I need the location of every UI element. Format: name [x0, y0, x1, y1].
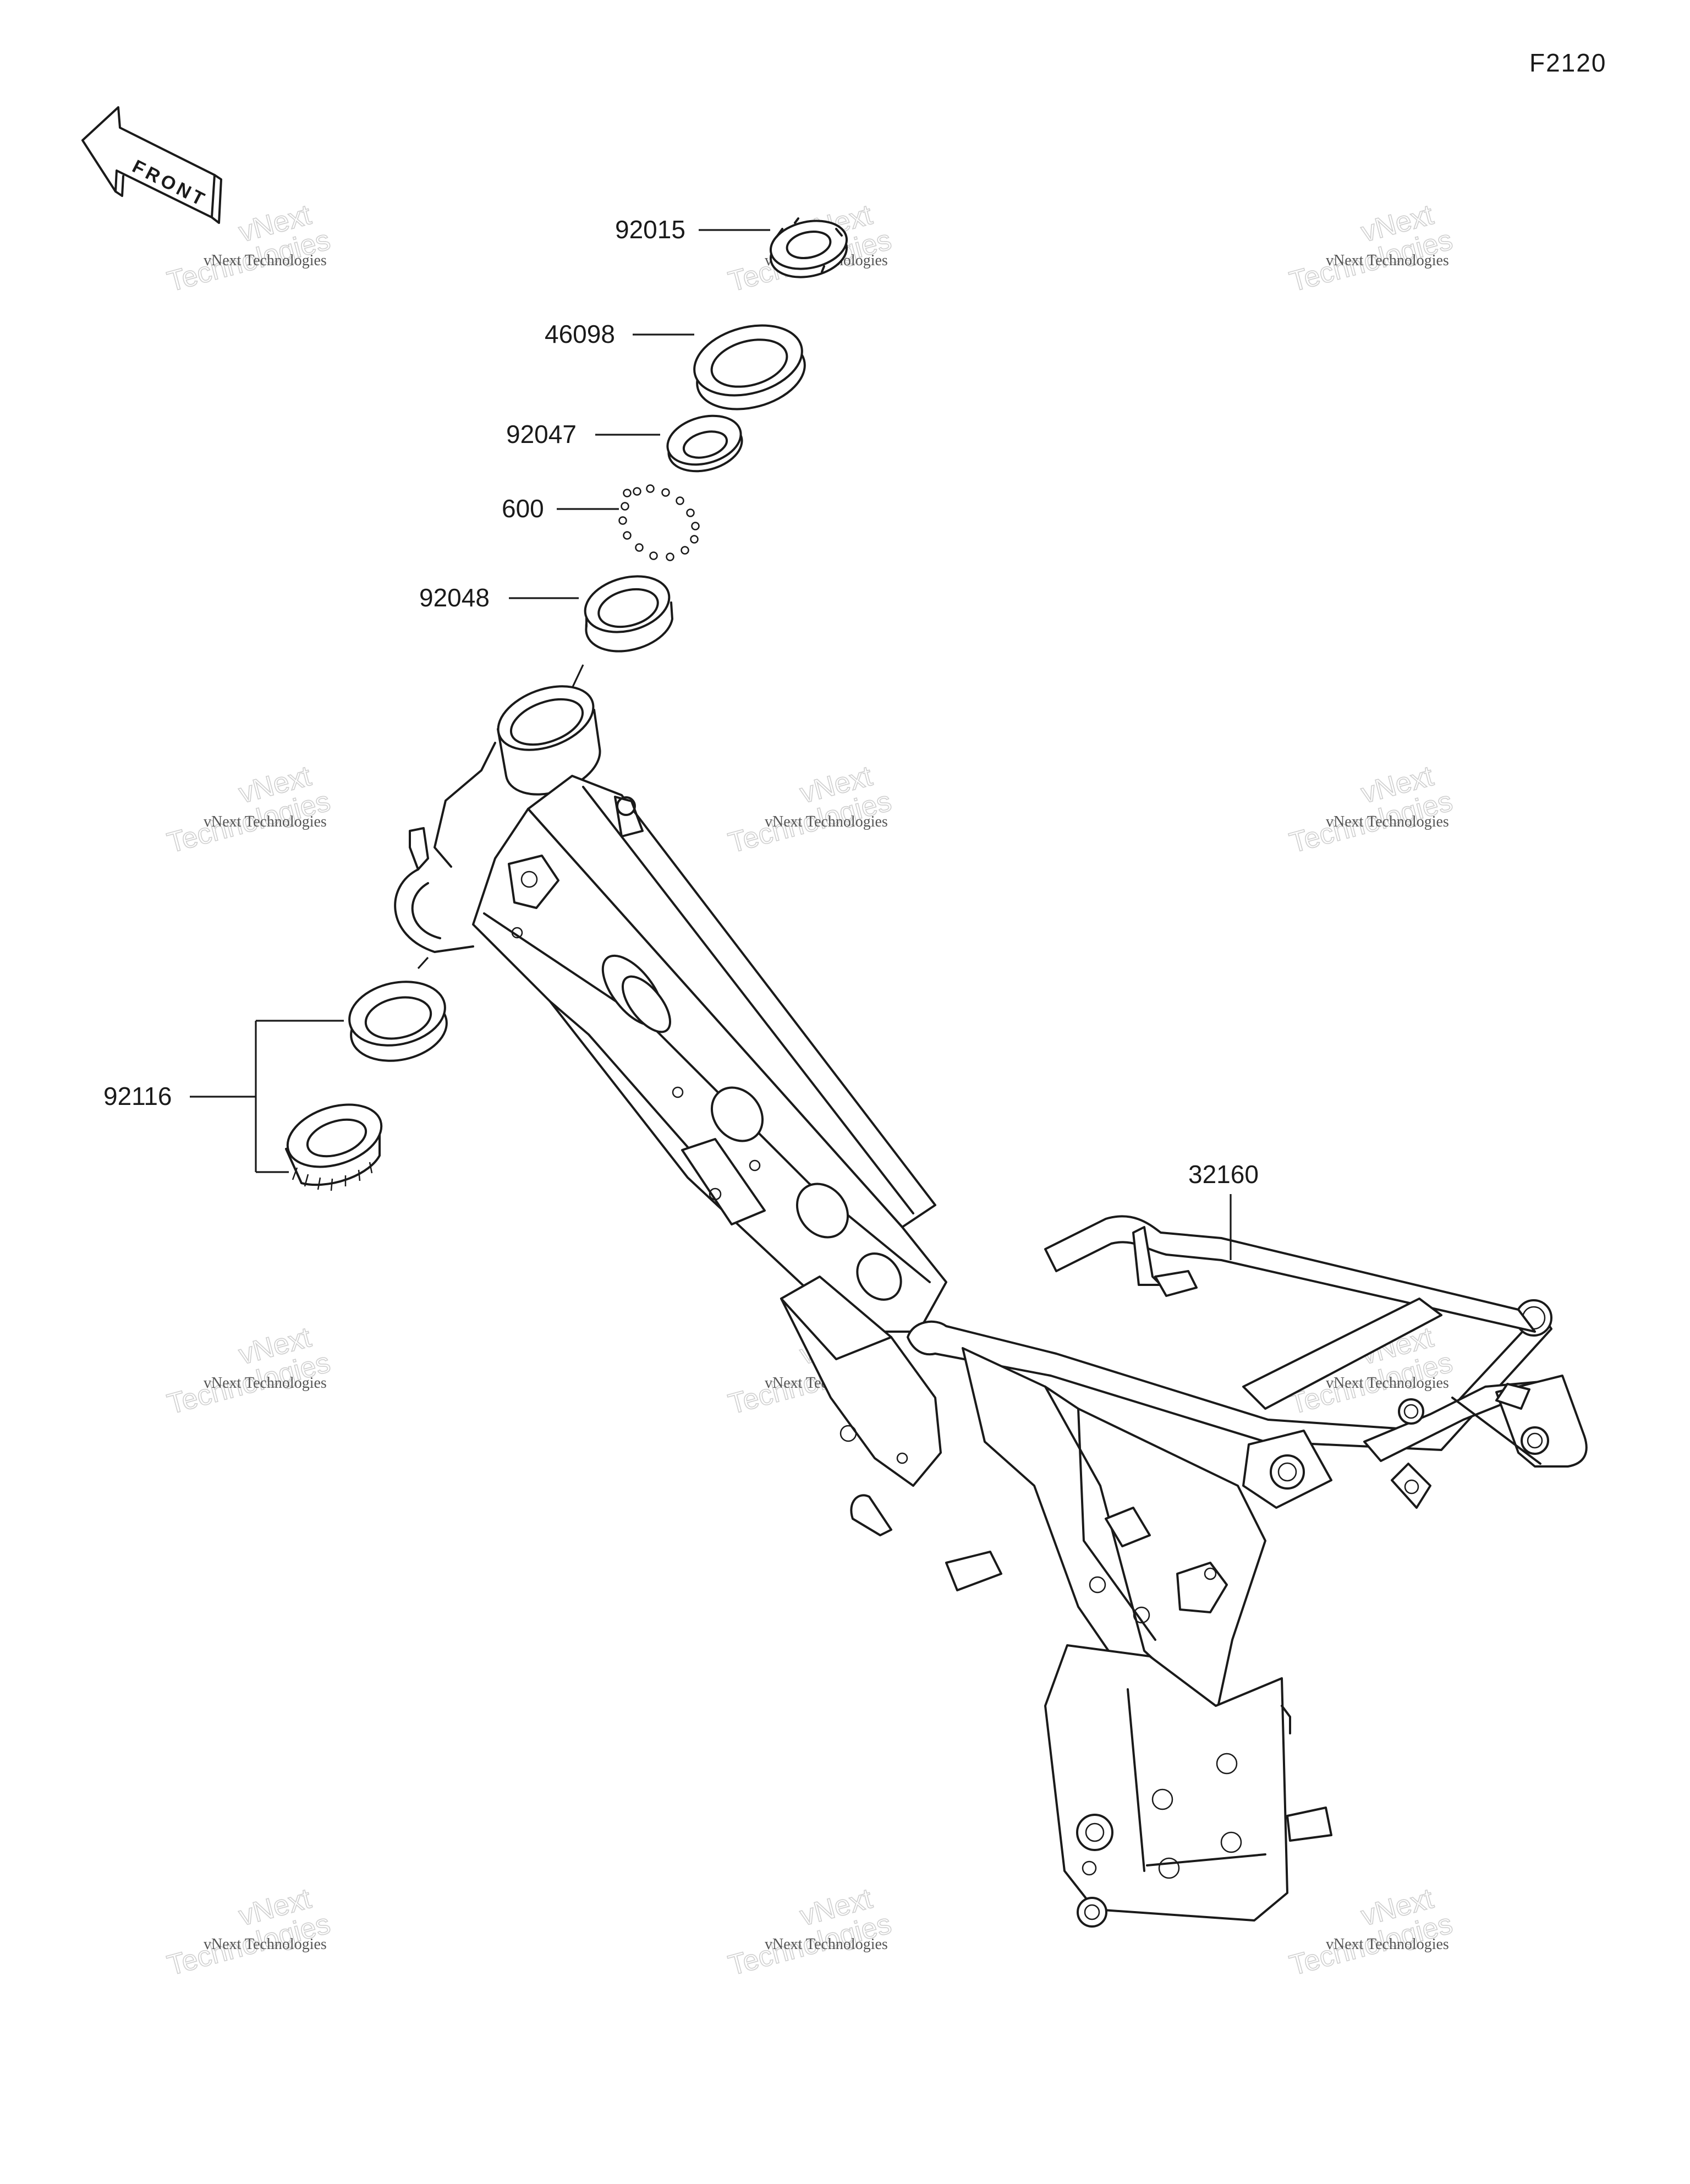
svg-text:vNext Technologies: vNext Technologies	[1326, 252, 1449, 269]
watermark: vNext Technologies vNext Technologies	[1286, 198, 1456, 298]
svg-text:vNext Technologies: vNext Technologies	[204, 813, 327, 830]
svg-text:vNext Technologies: vNext Technologies	[765, 813, 888, 830]
watermark: vNext Technologies vNext Technologies	[163, 1321, 334, 1421]
front-arrow-icon: FRONT	[81, 106, 222, 224]
callout-92116: 92116	[103, 1082, 172, 1110]
leader-line	[417, 956, 429, 970]
watermark: vNext Technologies vNext Technologies	[1286, 759, 1456, 860]
watermark: vNext Technologies vNext Technologies	[163, 198, 334, 298]
part-92015-stem-nut	[769, 217, 848, 278]
callout-92047: 92047	[506, 420, 577, 448]
watermark: vNext Technologies vNext Technologies	[163, 759, 334, 860]
svg-text:vNext Technologies: vNext Technologies	[204, 1375, 327, 1392]
callout-92015: 92015	[615, 215, 685, 244]
svg-text:vNext Technologies: vNext Technologies	[204, 1936, 327, 1953]
svg-text:vNext Technologies: vNext Technologies	[1326, 813, 1449, 830]
callout-92048: 92048	[419, 583, 490, 612]
part-92116-lower-race	[348, 981, 448, 1062]
part-32160-frame	[394, 685, 1588, 1928]
part-600-steel-balls	[618, 484, 700, 561]
callout-46098: 46098	[545, 320, 615, 348]
part-92047-race	[666, 414, 743, 473]
callout-32160: 32160	[1188, 1160, 1259, 1189]
part-92116-tapered-bearing	[285, 1103, 383, 1191]
watermark: vNext Technologies vNext Technologies	[725, 759, 895, 860]
part-92048-race	[584, 575, 673, 653]
watermark: vNext Technologies vNext Technologies	[725, 1882, 895, 1982]
svg-text:vNext Technologies: vNext Technologies	[1326, 1936, 1449, 1953]
svg-text:vNext Technologies: vNext Technologies	[765, 1936, 888, 1953]
watermark: vNext Technologies vNext Technologies	[163, 1882, 334, 1982]
figure-code: F2120	[1529, 48, 1606, 77]
svg-text:vNext Technologies: vNext Technologies	[1326, 1375, 1449, 1392]
callout-600: 600	[502, 494, 544, 523]
watermark: vNext Technologies vNext Technologies	[1286, 1882, 1456, 1982]
svg-text:vNext Technologies: vNext Technologies	[204, 252, 327, 269]
part-46098-dust-seal	[693, 324, 806, 410]
